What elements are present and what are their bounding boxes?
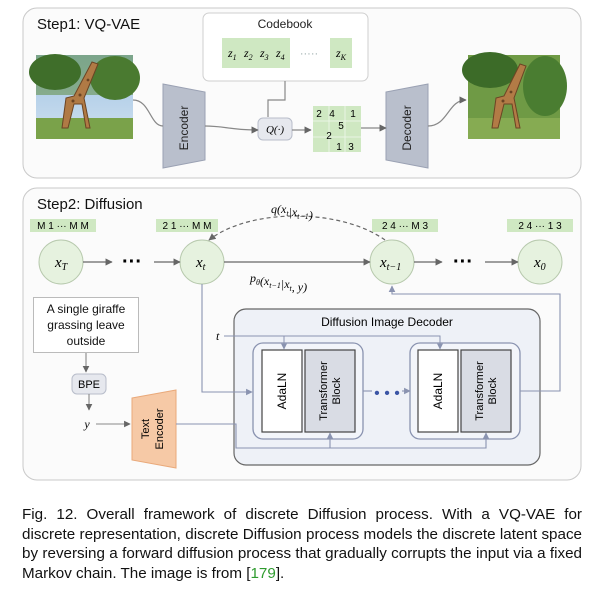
decoder-label: Decoder (400, 105, 414, 150)
block-ellipsis: • • • (374, 385, 400, 402)
token-grid-cell: 5 (338, 121, 344, 132)
text-emb-to-block2-line (330, 432, 490, 449)
output-giraffe-image (462, 52, 567, 139)
t-to-adaln-2-line (224, 335, 443, 350)
text-encoder-label-2: Encoder (154, 408, 166, 449)
text-emb-to-block1-line (176, 423, 334, 449)
decoder-block (385, 83, 429, 169)
text-encoder-label-1: Text (140, 419, 152, 439)
caption-text: Fig. 12. Overall framework of discrete D… (22, 506, 582, 582)
bpe-label: BPE (78, 379, 100, 391)
token-strip-xT-text: M 1 ··· M M (37, 221, 89, 232)
codebook-entries-bg (222, 38, 290, 68)
encoder-block (162, 83, 206, 169)
codebook-to-quantizer-line (267, 81, 286, 117)
token-strip-xt (156, 219, 218, 232)
transformer-label-1a: Transformer (318, 361, 330, 421)
step1-title: Step1: VQ-VAE (37, 16, 140, 33)
chain-dots-right: ··· (453, 251, 473, 273)
prompt-line-1: A single giraffe (46, 302, 126, 316)
codebook-entry-2: z2 (243, 46, 253, 62)
timestep-t-label: t (216, 329, 220, 343)
adaln-label-1: AdaLN (275, 373, 289, 410)
transformer-label-2a: Transformer (474, 361, 486, 421)
encoder-label: Encoder (177, 106, 191, 151)
token-grid-cell: 3 (348, 142, 354, 153)
transformer-block-2 (460, 349, 512, 433)
token-strip-x0 (507, 219, 573, 232)
caption-end: ]. (275, 564, 285, 582)
token-strip-xT (30, 219, 96, 232)
forward-label-text: q(xt|xt−1) (271, 202, 313, 222)
adaln-block-1 (261, 349, 303, 433)
figure-caption: Fig. 12. Overall framework of discrete D… (22, 505, 582, 583)
prompt-line-2: grassing leave (47, 318, 125, 332)
reverse-label-text: pθ(xt−1|xt, y) (249, 271, 307, 294)
prompt-line-3: outside (66, 334, 106, 348)
codebook-ellipsis: ····· (300, 48, 318, 60)
token-strip-xt1-text: 2 4 ··· M 3 (382, 221, 429, 232)
input-giraffe-image (29, 54, 140, 139)
transformer-block-1 (304, 349, 356, 433)
caption-reference[interactable]: 179 (250, 564, 276, 582)
chain-dots-left: ··· (122, 251, 142, 273)
transformer-label-2b: Block (487, 377, 499, 404)
codebook-entry-k-bg (330, 38, 352, 68)
decoder-to-xt1-line (388, 285, 561, 392)
decoder-to-image-arrow (427, 96, 467, 127)
token-grid (313, 106, 361, 152)
codebook-entries: z1 z2 z3 z4 zK (227, 46, 347, 62)
transformer-label-1b: Block (331, 377, 343, 404)
adaln-block-2 (417, 349, 459, 433)
token-strip-x0-text: 2 4 ··· 1 3 (518, 221, 562, 232)
token-grid-cell: 1 (336, 142, 342, 153)
reverse-label: pθ(xt−1|xt, y) (249, 271, 307, 294)
forward-label: q(xt|xt−1) (271, 202, 313, 222)
encoder-to-quantizer-arrow (204, 125, 259, 134)
text-encoder-block (131, 389, 177, 469)
node-label-1: xt (195, 255, 206, 273)
codebook-entry-4: z4 (275, 46, 285, 62)
decoder-panel-title: Diffusion Image Decoder (321, 315, 453, 329)
step2-title: Step2: Diffusion (37, 196, 143, 213)
token-grid-cell: 4 (329, 109, 335, 120)
codebook-entry-1: z1 (227, 46, 237, 62)
xt-to-decoder-line (201, 284, 253, 396)
codebook-title: Codebook (258, 17, 314, 31)
token-grid-cell: 2 (316, 109, 322, 120)
token-grid-cell: 1 (350, 109, 356, 120)
token-strip-xt1 (372, 219, 438, 232)
codebook-entry-K: zK (335, 46, 347, 62)
image-to-encoder-line (132, 99, 164, 127)
text-prompt-box: A single giraffe grassing leave outside (33, 297, 139, 353)
token-grid-cell: 2 (326, 131, 332, 142)
adaln-label-2: AdaLN (431, 373, 445, 410)
condition-y-label: y (83, 417, 90, 431)
codebook-entry-3: z3 (259, 46, 269, 62)
quantizer-label: Q(·) (266, 124, 284, 136)
token-strip-xt-text: 2 1 ··· M M (163, 221, 212, 232)
forward-diffusion-arc (208, 215, 386, 241)
